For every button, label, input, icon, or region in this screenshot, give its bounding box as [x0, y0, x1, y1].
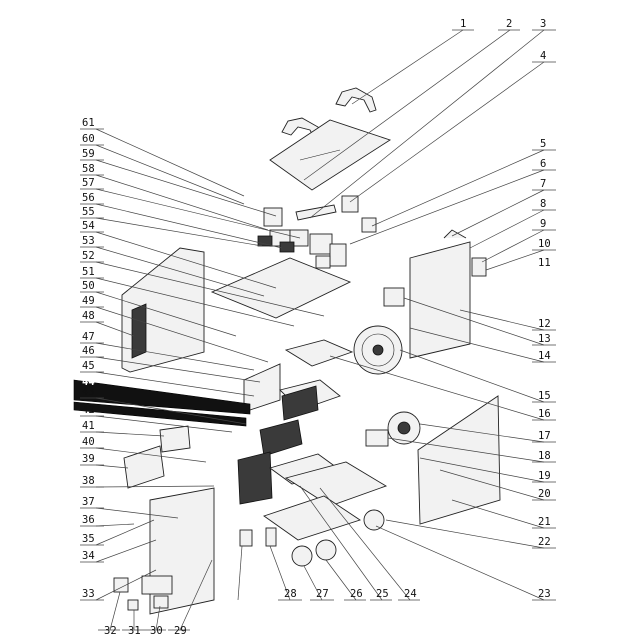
callout-38: 38: [82, 475, 95, 487]
front-wheel-left: [291, 545, 313, 567]
insulating-plate: [284, 339, 354, 367]
callout-61: 61: [82, 117, 95, 129]
callout-13: 13: [538, 333, 551, 345]
rear-fan-small: [387, 411, 421, 445]
callout-26: 26: [350, 588, 363, 600]
callout-4: 4: [540, 50, 546, 62]
callout-8: 8: [540, 198, 546, 210]
callout-59: 59: [82, 148, 95, 160]
black-long-bar-44: [73, 379, 251, 415]
callout-3: 3: [540, 18, 546, 30]
callout-12: 12: [538, 318, 551, 330]
callout-1: 1: [460, 18, 466, 30]
callout-51: 51: [82, 266, 95, 278]
cooling-fan-large: [353, 325, 403, 375]
top-rail-bracket: [295, 204, 337, 221]
callout-39: 39: [82, 453, 95, 465]
callout-44: 44: [82, 376, 95, 388]
callout-14: 14: [538, 350, 551, 362]
front-wheel-right: [315, 539, 337, 561]
front-panel-frame: [149, 487, 215, 615]
callout-43: 43: [82, 386, 95, 398]
callout-18: 18: [538, 450, 551, 462]
callout-52: 52: [82, 250, 95, 262]
callout-55: 55: [82, 206, 95, 218]
callout-19: 19: [538, 470, 551, 482]
callout-45: 45: [82, 360, 95, 372]
black-long-bar-43: [73, 401, 247, 427]
callout-37: 37: [82, 496, 95, 508]
heatsink-lower: [237, 419, 303, 505]
callout-35: 35: [82, 533, 95, 545]
control-pcb: [159, 425, 191, 453]
callout-6: 6: [540, 158, 546, 170]
callout-34: 34: [82, 550, 95, 562]
callout-54: 54: [82, 220, 95, 232]
callout-56: 56: [82, 192, 95, 204]
callout-24: 24: [404, 588, 417, 600]
callout-25: 25: [376, 588, 389, 600]
small-fastener-27: [265, 527, 277, 547]
callout-20: 20: [538, 488, 551, 500]
top-cover-panel: [269, 119, 392, 191]
mounting-plate-upper: [210, 257, 352, 319]
callout-32: 32: [104, 625, 117, 637]
rear-panel: [409, 241, 471, 359]
callout-31: 31: [128, 625, 141, 637]
strain-relief: [471, 257, 487, 277]
rectifier-block: [365, 429, 389, 447]
callout-28: 28: [284, 588, 297, 600]
front-label-plate: [123, 445, 165, 489]
leader-lines: [80, 29, 556, 631]
handle-rear: [335, 87, 377, 113]
callout-16: 16: [538, 408, 551, 420]
circuit-board-block: [309, 233, 347, 269]
callout-41: 41: [82, 420, 95, 432]
callout-29: 29: [174, 625, 187, 637]
main-transformer: [243, 363, 281, 413]
terminal-block-6: [361, 217, 377, 233]
callout-49: 49: [82, 295, 95, 307]
callout-2: 2: [506, 18, 512, 30]
right-side-panel: [417, 395, 501, 525]
callout-10: 10: [538, 238, 551, 250]
callout-17: 17: [538, 430, 551, 442]
callout-21: 21: [538, 516, 551, 528]
callout-5: 5: [540, 138, 546, 150]
small-relay-boards: [257, 207, 309, 253]
heatsink-upper: [279, 379, 341, 421]
terminal-block-5: [341, 195, 359, 213]
callout-labels: 1 2 3 4 5 6 7 8 9 10 11 12 13 14 15 16 1…: [82, 18, 551, 637]
callout-47: 47: [82, 331, 95, 343]
callout-7: 7: [540, 178, 546, 190]
callout-15: 15: [538, 390, 551, 402]
knob-cluster: [113, 575, 173, 611]
callout-46: 46: [82, 345, 95, 357]
callout-9: 9: [540, 218, 546, 230]
callout-58: 58: [82, 163, 95, 175]
callout-23: 23: [538, 588, 551, 600]
callout-57: 57: [82, 177, 95, 189]
left-side-panel: [121, 247, 205, 373]
small-bracket-28: [239, 529, 253, 547]
rear-caster: [363, 509, 385, 531]
callout-50: 50: [82, 280, 95, 292]
callout-22: 22: [538, 536, 551, 548]
callout-36: 36: [82, 514, 95, 526]
callout-27: 27: [316, 588, 329, 600]
callout-48: 48: [82, 310, 95, 322]
callout-53: 53: [82, 235, 95, 247]
callout-33: 33: [82, 588, 95, 600]
callout-30: 30: [150, 625, 163, 637]
bottom-base-plate: [263, 461, 388, 541]
fuse-holder: [383, 287, 405, 307]
callout-60: 60: [82, 133, 95, 145]
callout-40: 40: [82, 436, 95, 448]
callout-42: 42: [82, 404, 95, 416]
power-cable: [443, 229, 467, 239]
callout-11: 11: [538, 257, 551, 269]
